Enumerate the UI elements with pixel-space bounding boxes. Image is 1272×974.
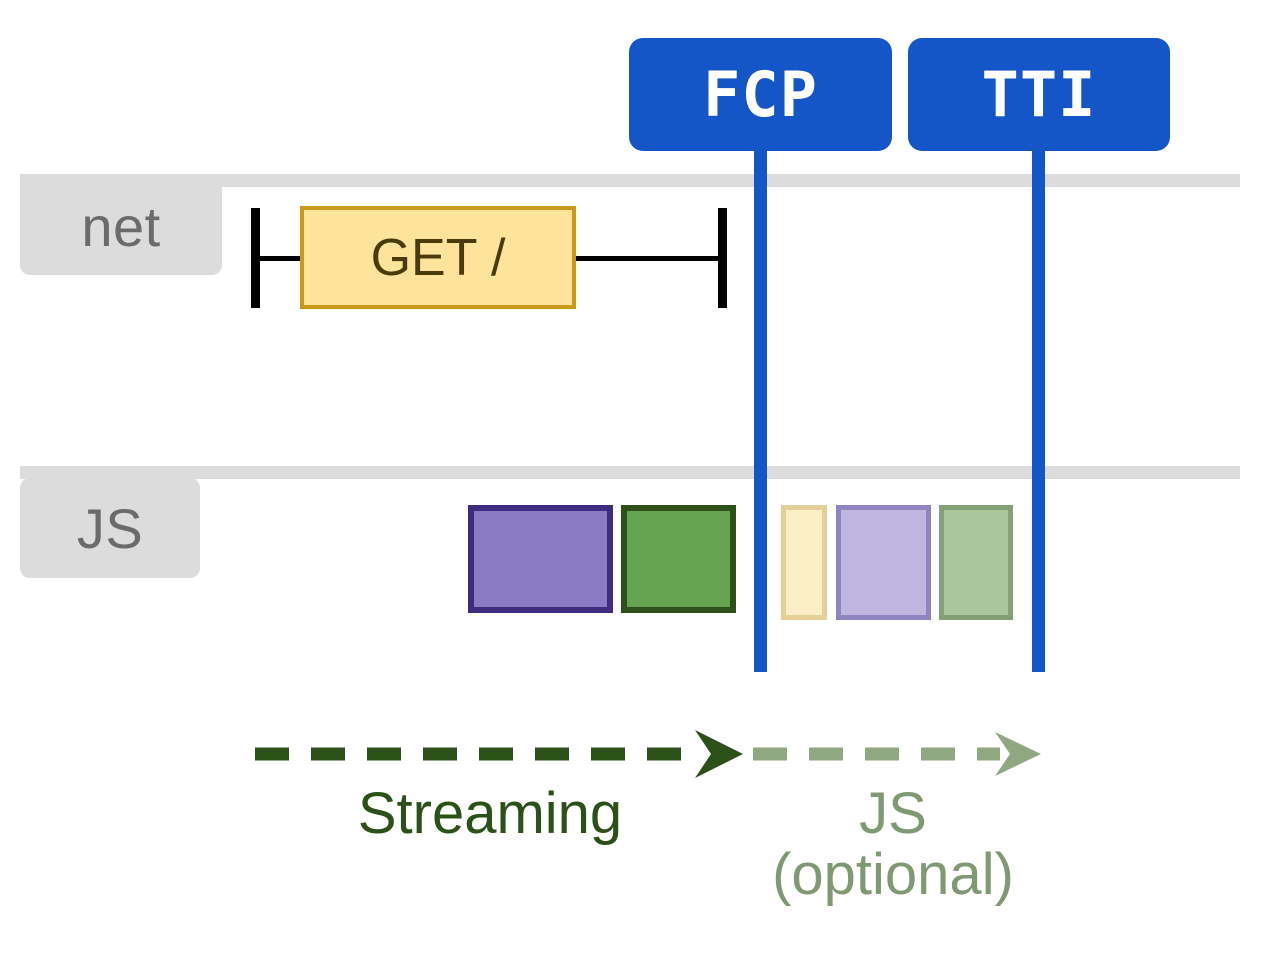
row-label-net: net	[20, 178, 222, 275]
network-request-block[interactable]: GET /	[300, 206, 576, 309]
request-leading-line	[255, 256, 310, 261]
tti-marker-line	[1032, 120, 1045, 672]
row-label-net-text: net	[81, 195, 161, 258]
tti-callout-badge[interactable]: TTI	[908, 38, 1170, 151]
js-task-purple[interactable]	[468, 505, 613, 613]
row-label-js: JS	[20, 478, 200, 578]
fcp-callout-badge[interactable]: FCP	[629, 38, 892, 151]
js-task-green[interactable]	[621, 505, 736, 613]
js-optional-phase-label: JS	[859, 781, 927, 846]
network-request-label: GET /	[370, 228, 506, 287]
fcp-marker-line	[754, 120, 767, 672]
request-trailing-line	[570, 256, 722, 261]
js-optional-arrow-head	[995, 732, 1041, 776]
streaming-phase-caption: Streaming	[250, 781, 730, 846]
js-optional-phase-sublabel: (optional)	[772, 841, 1014, 907]
tti-callout-label: TTI	[981, 58, 1097, 131]
net-track-line	[20, 174, 1240, 187]
row-label-js-text: JS	[76, 496, 144, 560]
fcp-callout-label: FCP	[703, 58, 818, 131]
request-end-whisker	[718, 208, 727, 308]
js-optional-phase-arrow	[753, 732, 1041, 776]
js-task-green-faded[interactable]	[939, 505, 1013, 620]
streaming-phase-label: Streaming	[357, 781, 623, 846]
streaming-arrow-head	[695, 730, 743, 778]
js-task-yellow-faded[interactable]	[781, 505, 827, 620]
js-task-purple-faded[interactable]	[836, 505, 931, 620]
js-optional-phase-caption: JS (optional)	[733, 781, 1053, 907]
streaming-phase-arrow	[255, 730, 743, 778]
js-track-line	[20, 466, 1240, 479]
